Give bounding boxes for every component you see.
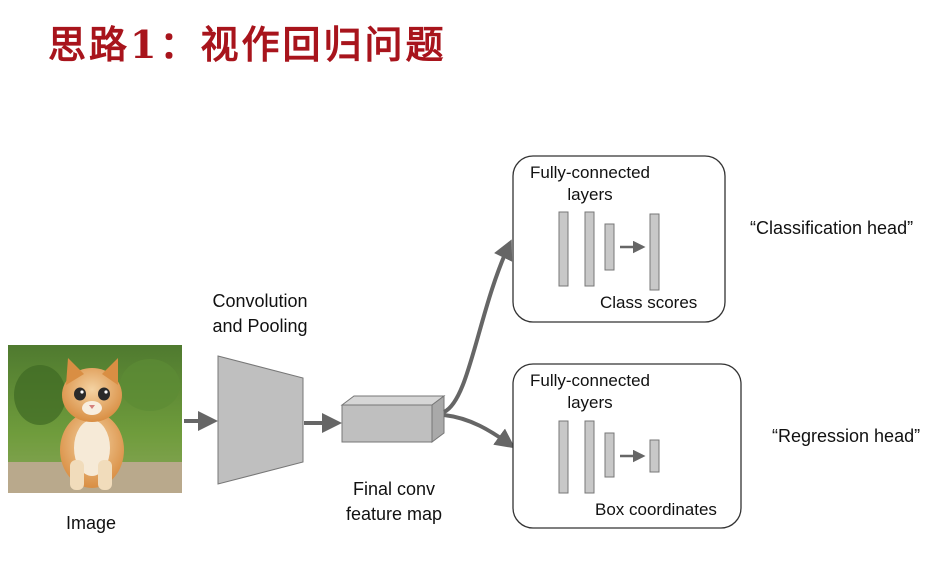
regression-fc-layers [558,420,660,494]
slide-title: 思路1：视作回归问题 [48,22,447,67]
conv-pooling-label: Convolution and Pooling [196,289,324,339]
conv-pooling-block [217,355,304,485]
kitten-image [8,345,182,493]
feature-map-block [340,395,446,443]
classification-fc-title-line2: layers [567,185,613,204]
box-coordinates-label: Box coordinates [595,500,717,519]
arrow-to-classification-head [442,239,513,414]
classification-fc-title: Fully-connected layers [520,162,660,206]
feature-label-line2: feature map [345,504,443,524]
classification-head-caption: “Classification head” [750,218,914,238]
conv-label-line1: Convolution [212,291,308,311]
conv-label-line2: and Pooling [212,316,308,336]
feature-map-label: Final conv feature map [330,477,458,527]
classification-fc-title-line1: Fully-connected [529,163,650,182]
regression-fc-title-line2: layers [567,393,613,412]
regression-head-caption: “Regression head” [772,426,921,446]
image-label: Image [66,513,117,533]
classification-fc-layers [558,211,660,291]
regression-head-box [512,363,742,529]
arrow-to-regression-head [443,413,516,449]
regression-fc-title-line1: Fully-connected [529,371,650,390]
regression-fc-title: Fully-connected layers [520,370,660,414]
feature-label-line1: Final conv [352,479,436,499]
class-scores-label: Class scores [600,293,698,312]
